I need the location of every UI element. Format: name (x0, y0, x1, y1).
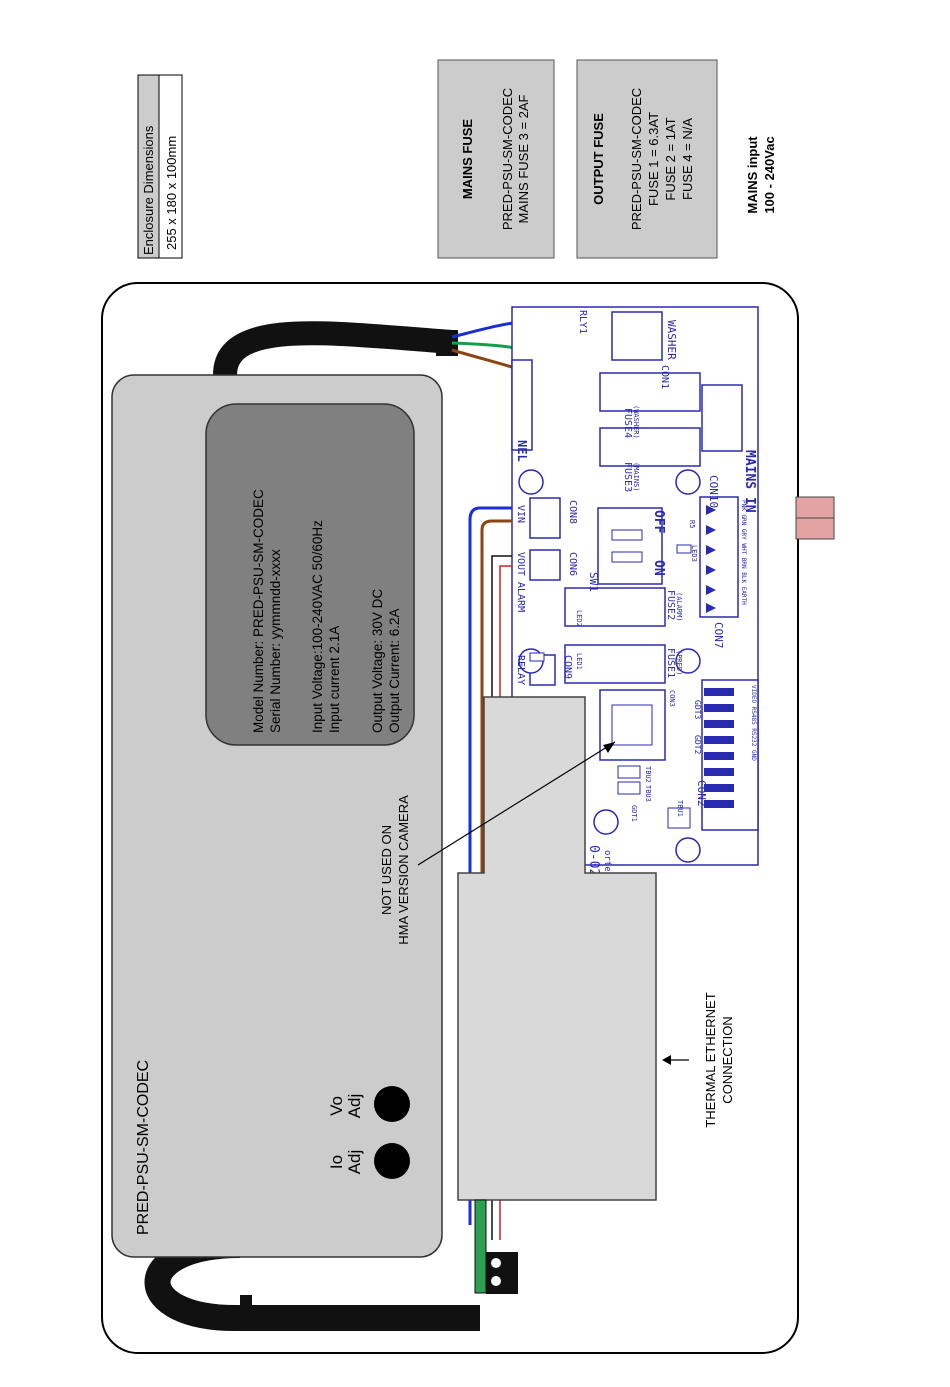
pcb-label-led1: LED1 (575, 653, 583, 670)
pcb-label-r5: R5 (688, 520, 696, 528)
pcb-label-con2-pins: VIDEO RS485 RS232 GND (750, 685, 757, 761)
pcb-board: MAINS IN WASHER CON1 CON10 CON7 CON8 CON… (511, 306, 759, 937)
con7-terminal (699, 496, 739, 618)
psu-label-line-2: Serial Number: yymmndd-xxxx (268, 549, 283, 733)
pcb-label-on: ON (651, 560, 666, 576)
pcb-label-vout: VOUT (515, 552, 526, 576)
pcb-label-relay: RELAY (515, 655, 526, 685)
mains-fuse-line-2: MAINS FUSE 3 = 2AF (516, 94, 531, 223)
mains-input-line-1: MAINS input (745, 136, 760, 214)
mains-in-terminal (701, 384, 743, 452)
wire-output-blue (468, 506, 512, 1225)
pcb-label-gdt1: GDT1 (630, 805, 638, 822)
mains-plug (795, 496, 835, 540)
pcb-label-fuse2: FUSE2 (665, 590, 676, 620)
io-adj-label-2: Adj (345, 1150, 364, 1175)
output-fuse-line-2: FUSE 1 = 6.3AT (646, 112, 661, 206)
overlay-boxes (457, 696, 657, 1201)
mains-fuse-title: MAINS FUSE (460, 119, 475, 200)
pcb-label-fuse1: FUSE1 (665, 648, 676, 678)
pcb-label-fuse4: FUSE4 (622, 408, 633, 438)
wire-output-brown (480, 519, 512, 1225)
fuse4-holder (599, 372, 701, 412)
enclosure-dimensions-table: Enclosure Dimensions 255 x 180 x 100mm (137, 74, 183, 259)
pcb-label-rly1: RLY1 (577, 310, 588, 334)
pcb-label-off: OFF (651, 510, 666, 534)
pcb-label-gdt2: GDT2 (693, 735, 702, 754)
pcb-label-tbu2: TBU2 (644, 766, 652, 783)
vo-adj-label-1: Vo (327, 1096, 346, 1116)
output-fuse-box: OUTPUT FUSE PRED-PSU-SM-CODEC FUSE 1 = 6… (576, 59, 718, 259)
pcb-label-fuse3-sub: (MAINS) (632, 462, 640, 492)
pcb-label-fuse4-sub: (WASHER) (632, 405, 640, 439)
pcb-label-con2: CON2 (695, 780, 708, 807)
not-used-line-2: HMA VERSION CAMERA (396, 795, 411, 945)
mains-input-line-2: 100 - 240Vac (762, 136, 777, 213)
nel-connector (511, 359, 533, 451)
washer-terminal (611, 311, 663, 361)
psu-label-line-1: Model Number: PRED-PSU-SM-CODEC (251, 489, 266, 733)
output-fuse-line-3: FUSE 2 = 1AT (663, 117, 678, 200)
enclosure-header: Enclosure Dimensions (141, 125, 156, 255)
psu-unit: Model Number: PRED-PSU-SM-CODEC Serial N… (111, 374, 443, 1258)
psu-label-line-7: Output Voltage: 30V DC (370, 589, 385, 733)
pcb-label-fuse2-sub: (ALARM) (675, 592, 683, 622)
vo-adj-label-2: Adj (345, 1094, 364, 1119)
cable-sleeve-bottom (240, 1295, 252, 1320)
output-fuse-title: OUTPUT FUSE (591, 113, 606, 205)
pcb-label-con1: CON1 (659, 365, 670, 389)
pcb-label-con7-pins: PNK GRN GRY WHT BRN BLK EARTH (740, 500, 747, 605)
pcb-label-alarm: ALARM (515, 582, 526, 612)
psu-label-line-4: Input Voltage:100-240VAC 50/60Hz (310, 520, 325, 733)
output-fuse-line-1: PRED-PSU-SM-CODEC (629, 88, 644, 230)
not-used-pointer-line (417, 741, 616, 866)
enclosure-value: 255 x 180 x 100mm (164, 136, 179, 250)
mains-fuse-line-1: PRED-PSU-SM-CODEC (500, 88, 515, 230)
pcb-label-con10: CON10 (707, 475, 720, 508)
pcb-label-gdt3: GDT3 (693, 700, 702, 719)
psu-label-line-8: Output Current: 6.2A (387, 608, 402, 733)
pcb-label-con9: CON9 (562, 655, 573, 679)
pcb-label-mains: MAINS IN (742, 450, 757, 513)
pcb-label-led3: LED3 (690, 545, 698, 562)
con8-connector (529, 497, 561, 539)
pcb-label-tbu3: TBU3 (644, 785, 652, 802)
fuse3-holder (599, 427, 701, 467)
psu-name: PRED-PSU-SM-CODEC (135, 1060, 152, 1235)
mains-cable-top (213, 321, 453, 377)
pcb-label-sw1: SW1 (587, 572, 600, 592)
pcb-label-nel: NEL (515, 440, 529, 462)
annotations: NOT USED ON HMA VERSION CAMERA THERMAL E… (379, 741, 735, 1128)
psu-label-line-5: Input current 2.1A (327, 626, 342, 733)
pcb-label-con7: CON7 (712, 622, 725, 649)
thermal-ethernet-module (457, 696, 657, 1201)
output-fuse-line-4: FUSE 4 = N/A (680, 118, 695, 200)
psu-label-panel (205, 403, 415, 746)
pcb-label-con8: CON8 (567, 500, 578, 524)
output-connector (474, 1199, 518, 1294)
thermal-line-1: THERMAL ETHERNET (703, 992, 718, 1127)
pcb-label-fuse1-sub: (PRED) (675, 650, 683, 675)
pcb-label-led2: LED2 (575, 610, 583, 627)
pcb-label-con6: CON6 (567, 552, 578, 576)
pcb-label-vin: VIN (515, 505, 526, 523)
io-adj-knob[interactable] (374, 1143, 410, 1179)
io-adj-label-1: Io (327, 1155, 346, 1169)
mains-fuse-box: MAINS FUSE PRED-PSU-SM-CODEC MAINS FUSE … (437, 59, 555, 259)
pcb-label-tbu1: TBU1 (676, 800, 684, 817)
pcb-label-washer: WASHER (665, 320, 678, 360)
pcb-label-fuse3: FUSE3 (622, 462, 633, 492)
con6-connector (529, 549, 561, 581)
not-used-line-1: NOT USED ON (379, 825, 394, 915)
fuse2-holder (564, 587, 666, 627)
fuse1-holder (564, 644, 666, 684)
pcb-label-con3: CON3 (668, 690, 676, 707)
thermal-line-2: CONNECTION (720, 1016, 735, 1103)
vo-adj-knob[interactable] (374, 1086, 410, 1122)
sw1-switch (597, 507, 663, 585)
